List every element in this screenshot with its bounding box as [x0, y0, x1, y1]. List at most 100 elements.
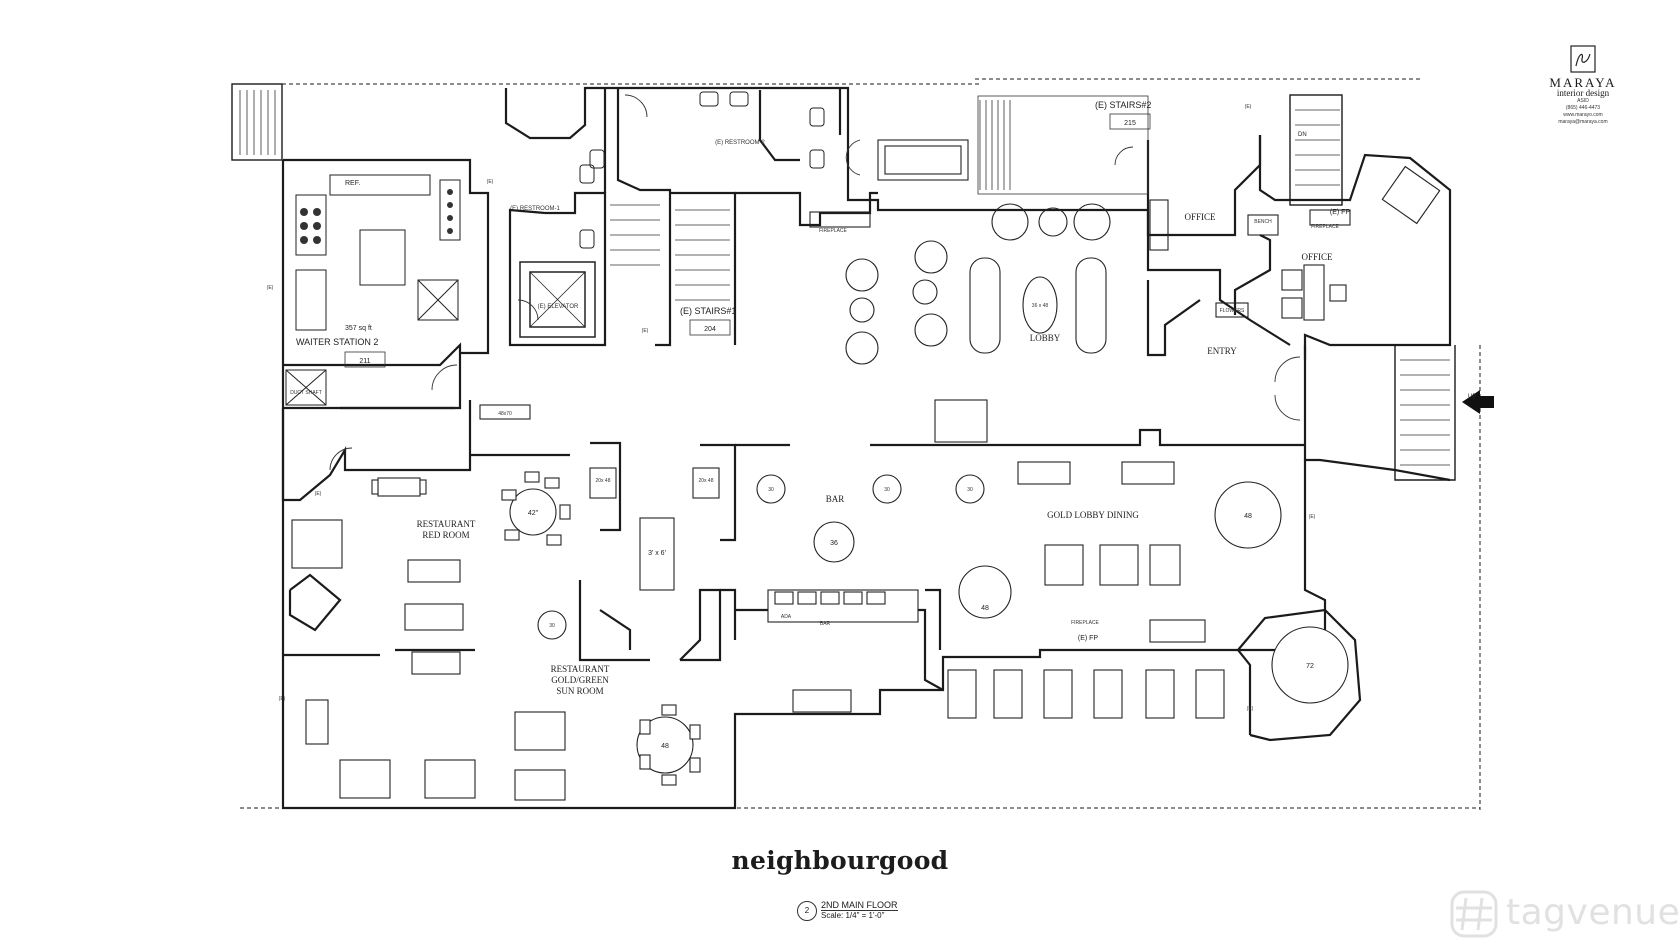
- logo-sub: interior design: [1556, 88, 1610, 98]
- label-stairs-1: (E) STAIRS#1: [680, 306, 736, 316]
- logo-credential: ASID: [1577, 98, 1589, 104]
- tagvenue-watermark: tagvenue: [1446, 888, 1680, 940]
- interior-wall: [288, 573, 342, 632]
- venue-title: neighbourgood: [731, 846, 949, 875]
- table-label-42: 42": [528, 510, 539, 517]
- logo-web: www.marayo.com: [1563, 112, 1603, 118]
- label-bar: BAR: [826, 494, 845, 504]
- table-label-48x70: 48x70: [498, 411, 512, 417]
- logo-phone: (865) 446-4473: [1565, 105, 1601, 111]
- label-elevator: (E) ELEVATOR: [538, 304, 579, 310]
- label-restaurant-red: RESTAURANT: [417, 519, 476, 529]
- label-fireplace-dining: FIREPLACE: [1071, 620, 1099, 626]
- label-fireplace-office: FIREPLACE: [1311, 224, 1339, 230]
- label-e-1: (E): [267, 285, 274, 291]
- stairs2-room-tag: [1109, 113, 1151, 130]
- label-office-b: OFFICE: [1301, 252, 1333, 262]
- scale-number: 2: [797, 901, 817, 921]
- logo-email: maraya@maraya.com: [1558, 119, 1608, 125]
- watermark-text: tagvenue: [1506, 892, 1680, 933]
- label-lobby: LOBBY: [1030, 333, 1061, 343]
- label-restaurant-gg: RESTAURANT: [551, 664, 610, 674]
- range-burners: [300, 189, 453, 244]
- bay-window: [1237, 608, 1362, 742]
- label-e-6: (E): [1309, 514, 1316, 520]
- maraya-logo: MARAYA interior design ASID (865) 446-44…: [1528, 44, 1638, 134]
- label-e-2: (E): [487, 179, 494, 185]
- interior-wall: [599, 609, 632, 650]
- exterior-stair: [1394, 345, 1456, 481]
- interior-wall: [1000, 428, 1305, 447]
- label-restroom-2: (E) RESTROOM-2: [715, 140, 765, 146]
- interior-wall: [508, 191, 607, 347]
- interior-wall: [720, 588, 737, 640]
- table-label-30c: 30: [967, 487, 973, 493]
- label-fp-office: (E) FP: [1330, 209, 1351, 216]
- door-swings: [329, 94, 1301, 471]
- table-label-20x48b: 20x 48: [698, 478, 713, 484]
- dining-furniture: [291, 399, 1349, 801]
- label-e-4: (E): [1245, 104, 1252, 110]
- label-sun-room: SUN ROOM: [556, 686, 603, 696]
- table-label-36x48: 36 x 48: [1032, 303, 1049, 309]
- scale-note: 2 2ND MAIN FLOOR Scale: 1/4" = 1'-0": [797, 898, 937, 922]
- label-gold-lobby-dining: GOLD LOBBY DINING: [1047, 510, 1139, 520]
- maraya-logo-mark: [1570, 45, 1596, 73]
- label-stairs-2: (E) STAIRS#2: [1095, 100, 1151, 110]
- label-waiter-station: WAITER STATION 2: [296, 337, 378, 347]
- scale-floor-label: 2ND MAIN FLOOR: [821, 900, 898, 911]
- interior-wall: [670, 191, 737, 345]
- label-office-a: OFFICE: [1184, 212, 1216, 222]
- waiter-room-tag: [344, 351, 386, 368]
- label-e-3: (E): [642, 328, 649, 334]
- interior-wall: [1233, 234, 1272, 315]
- label-e-8: (E): [1247, 706, 1254, 712]
- label-restroom-1: (E) RESTROOM-1: [510, 206, 560, 212]
- interior-wall: [616, 88, 672, 347]
- entry-arrow-icon: [1462, 390, 1494, 414]
- interior-wall: [735, 191, 878, 227]
- table-label-30d: 30: [549, 623, 555, 629]
- label-bench: BENCH: [1254, 219, 1272, 225]
- exterior-wall-entry: [1303, 333, 1451, 482]
- table-label-48c: 48: [1244, 513, 1252, 520]
- label-waiter-area: 357 sq ft: [345, 325, 372, 332]
- interior-wall: [281, 400, 472, 502]
- kitchen-equipment: [285, 174, 461, 406]
- tagvenue-logo-icon: [1450, 890, 1498, 938]
- interior-wall: [679, 588, 722, 662]
- interior-wall: [925, 588, 942, 650]
- label-e-7: (E): [279, 696, 286, 702]
- table-label-30a: 30: [768, 487, 774, 493]
- stairs1-room-tag: [689, 319, 731, 336]
- label-stairs-2-num: 215: [1124, 120, 1136, 127]
- elevator-shaft: [519, 261, 596, 338]
- label-entry: ENTRY: [1207, 346, 1237, 356]
- label-up: UP: [1468, 394, 1476, 400]
- logo-name: MARAYA: [1549, 75, 1617, 90]
- table-label-72: 72: [1306, 663, 1314, 670]
- label-duct-shaft: DUCT SHAFT: [290, 390, 322, 396]
- table-label-48b: 48: [661, 743, 669, 750]
- table-label-3x6: 3' x 6': [648, 550, 666, 557]
- label-stairs-1-num: 204: [704, 326, 716, 333]
- label-flowers: FLOWERS: [1220, 308, 1245, 314]
- label-fireplace-lobby: FIREPLACE: [819, 228, 847, 234]
- label-gold-green: GOLD/GREEN: [551, 675, 609, 685]
- table-label-36: 36: [830, 540, 838, 547]
- table-label-48a: 48: [981, 605, 989, 612]
- interior-wall: [590, 441, 622, 532]
- label-dn: DN: [1298, 132, 1307, 138]
- interior-wall: [283, 342, 462, 410]
- exterior-wall-restrooms: [504, 86, 1148, 212]
- interior-wall: [578, 580, 650, 662]
- restroom-fixtures: [579, 91, 825, 249]
- label-bar-counter: BAR: [820, 621, 831, 627]
- table-label-20x48a: 20x 48: [595, 478, 610, 484]
- scale-ratio: Scale: 1/4" = 1'-0": [821, 911, 885, 920]
- interior-wall: [1146, 280, 1201, 357]
- label-ref: REF.: [345, 180, 360, 187]
- label-red-room: RED ROOM: [422, 530, 469, 540]
- label-fp-dining: (E) FP: [1078, 635, 1099, 642]
- exterior-wall-top: [283, 158, 490, 355]
